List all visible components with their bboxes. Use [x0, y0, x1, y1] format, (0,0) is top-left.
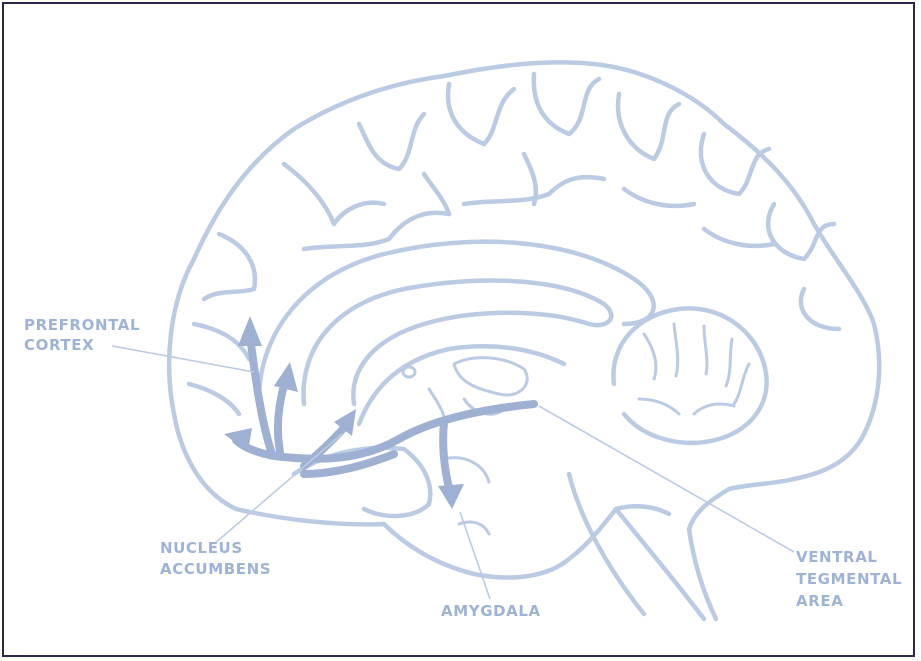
corpus-callosum [304, 281, 612, 404]
pathway-to-prefrontal-mid [278, 379, 286, 452]
label-amygdala: AMYGDALA [441, 602, 541, 620]
label-nucleus-line2: ACCUMBENS [160, 560, 271, 578]
arrow-head-frontal-base [224, 428, 252, 452]
leader-prefrontal [112, 346, 254, 372]
leader-amygdala [460, 512, 490, 599]
label-vta-line2: TEGMENTAL [796, 570, 902, 588]
thalamus [454, 358, 527, 395]
label-nucleus-line1: NUCLEUS [160, 539, 243, 557]
brain-outline [169, 62, 879, 619]
brain-diagram: PREFRONTAL CORTEX NUCLEUS ACCUMBENS AMYG… [4, 4, 915, 657]
cingulate-gyrus [259, 242, 654, 399]
label-vta-line1: VENTRAL [796, 548, 878, 566]
label-prefrontal-line1: PREFRONTAL [24, 316, 140, 334]
arrow-head-amygdala [438, 484, 464, 509]
mammillary-dot [403, 367, 415, 377]
leader-vta [539, 406, 794, 552]
label-amygdala-line1: AMYGDALA [441, 602, 541, 620]
brain-base [236, 506, 669, 577]
label-nucleus-accumbens: NUCLEUS ACCUMBENS [160, 539, 271, 578]
label-prefrontal-line2: CORTEX [24, 336, 94, 354]
label-vta-line3: AREA [796, 592, 843, 610]
cerebellum [613, 308, 766, 442]
arrow-head-prefrontal-upper [238, 316, 262, 346]
label-ventral-tegmental-area: VENTRAL TEGMENTAL AREA [796, 548, 908, 610]
brainstem [569, 474, 704, 619]
arrow-head-prefrontal-mid [274, 362, 298, 392]
